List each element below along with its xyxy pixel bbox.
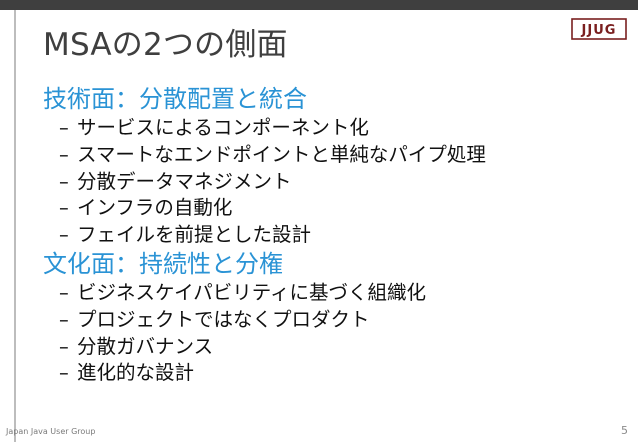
footer-text: Japan Java User Group bbox=[6, 427, 96, 436]
dash-marker: – bbox=[59, 169, 69, 193]
dash-marker: – bbox=[59, 361, 69, 385]
jjug-logo-text: JJUG bbox=[581, 23, 617, 38]
section-heading: 文化面：持続性と分権 bbox=[43, 249, 283, 278]
bullet-item: –分散データマネジメント bbox=[59, 169, 486, 196]
bullet-item: –スマートなエンドポイントと単純なパイプ処理 bbox=[59, 142, 486, 169]
bullet-text: 分散データマネジメント bbox=[77, 169, 292, 193]
slide-title: MSAの2つの側面 bbox=[43, 27, 288, 63]
dash-marker: – bbox=[59, 280, 69, 304]
dash-marker: – bbox=[59, 334, 69, 358]
dash-marker: – bbox=[59, 142, 69, 166]
bullet-text: サービスによるコンポーネント化 bbox=[77, 116, 369, 139]
section-technical: 技術面：分散配置と統合 –サービスによるコンポーネント化 –スマートなエンドポイ… bbox=[43, 84, 486, 249]
bullet-item: –分散ガバナンス bbox=[59, 334, 486, 361]
section-heading: 技術面：分散配置と統合 bbox=[43, 85, 307, 113]
bullet-item: –ビジネスケイパビリティに基づく組織化 bbox=[59, 280, 486, 307]
bullet-text: 分散ガバナンス bbox=[77, 334, 214, 358]
jjug-logo: JJUG bbox=[571, 18, 627, 40]
bullet-item: –進化的な設計 bbox=[59, 360, 486, 387]
dash-marker: – bbox=[59, 116, 69, 139]
bullet-item: –プロジェクトではなくプロダクト bbox=[59, 307, 486, 334]
bullet-item: –サービスによるコンポーネント化 bbox=[59, 115, 486, 142]
left-rule bbox=[14, 10, 16, 442]
bullet-text: フェイルを前提とした設計 bbox=[77, 223, 312, 247]
dash-marker: – bbox=[59, 223, 69, 247]
bullet-item: –フェイルを前提とした設計 bbox=[59, 222, 486, 249]
bullet-text: スマートなエンドポイントと単純なパイプ処理 bbox=[77, 142, 486, 166]
bullet-item: –インフラの自動化 bbox=[59, 195, 486, 222]
bullet-text: インフラの自動化 bbox=[77, 196, 233, 220]
dash-marker: – bbox=[59, 307, 69, 331]
dash-marker: – bbox=[59, 196, 69, 220]
section-cultural: 文化面：持続性と分権 –ビジネスケイパビリティに基づく組織化 –プロジェクトでは… bbox=[43, 249, 486, 387]
bullet-text: プロジェクトではなくプロダクト bbox=[77, 307, 370, 331]
page-number: 5 bbox=[621, 424, 628, 437]
slide-content: 技術面：分散配置と統合 –サービスによるコンポーネント化 –スマートなエンドポイ… bbox=[43, 84, 486, 387]
bullet-text: ビジネスケイパビリティに基づく組織化 bbox=[77, 280, 427, 304]
top-bar bbox=[0, 0, 638, 10]
bullet-text: 進化的な設計 bbox=[77, 361, 195, 385]
